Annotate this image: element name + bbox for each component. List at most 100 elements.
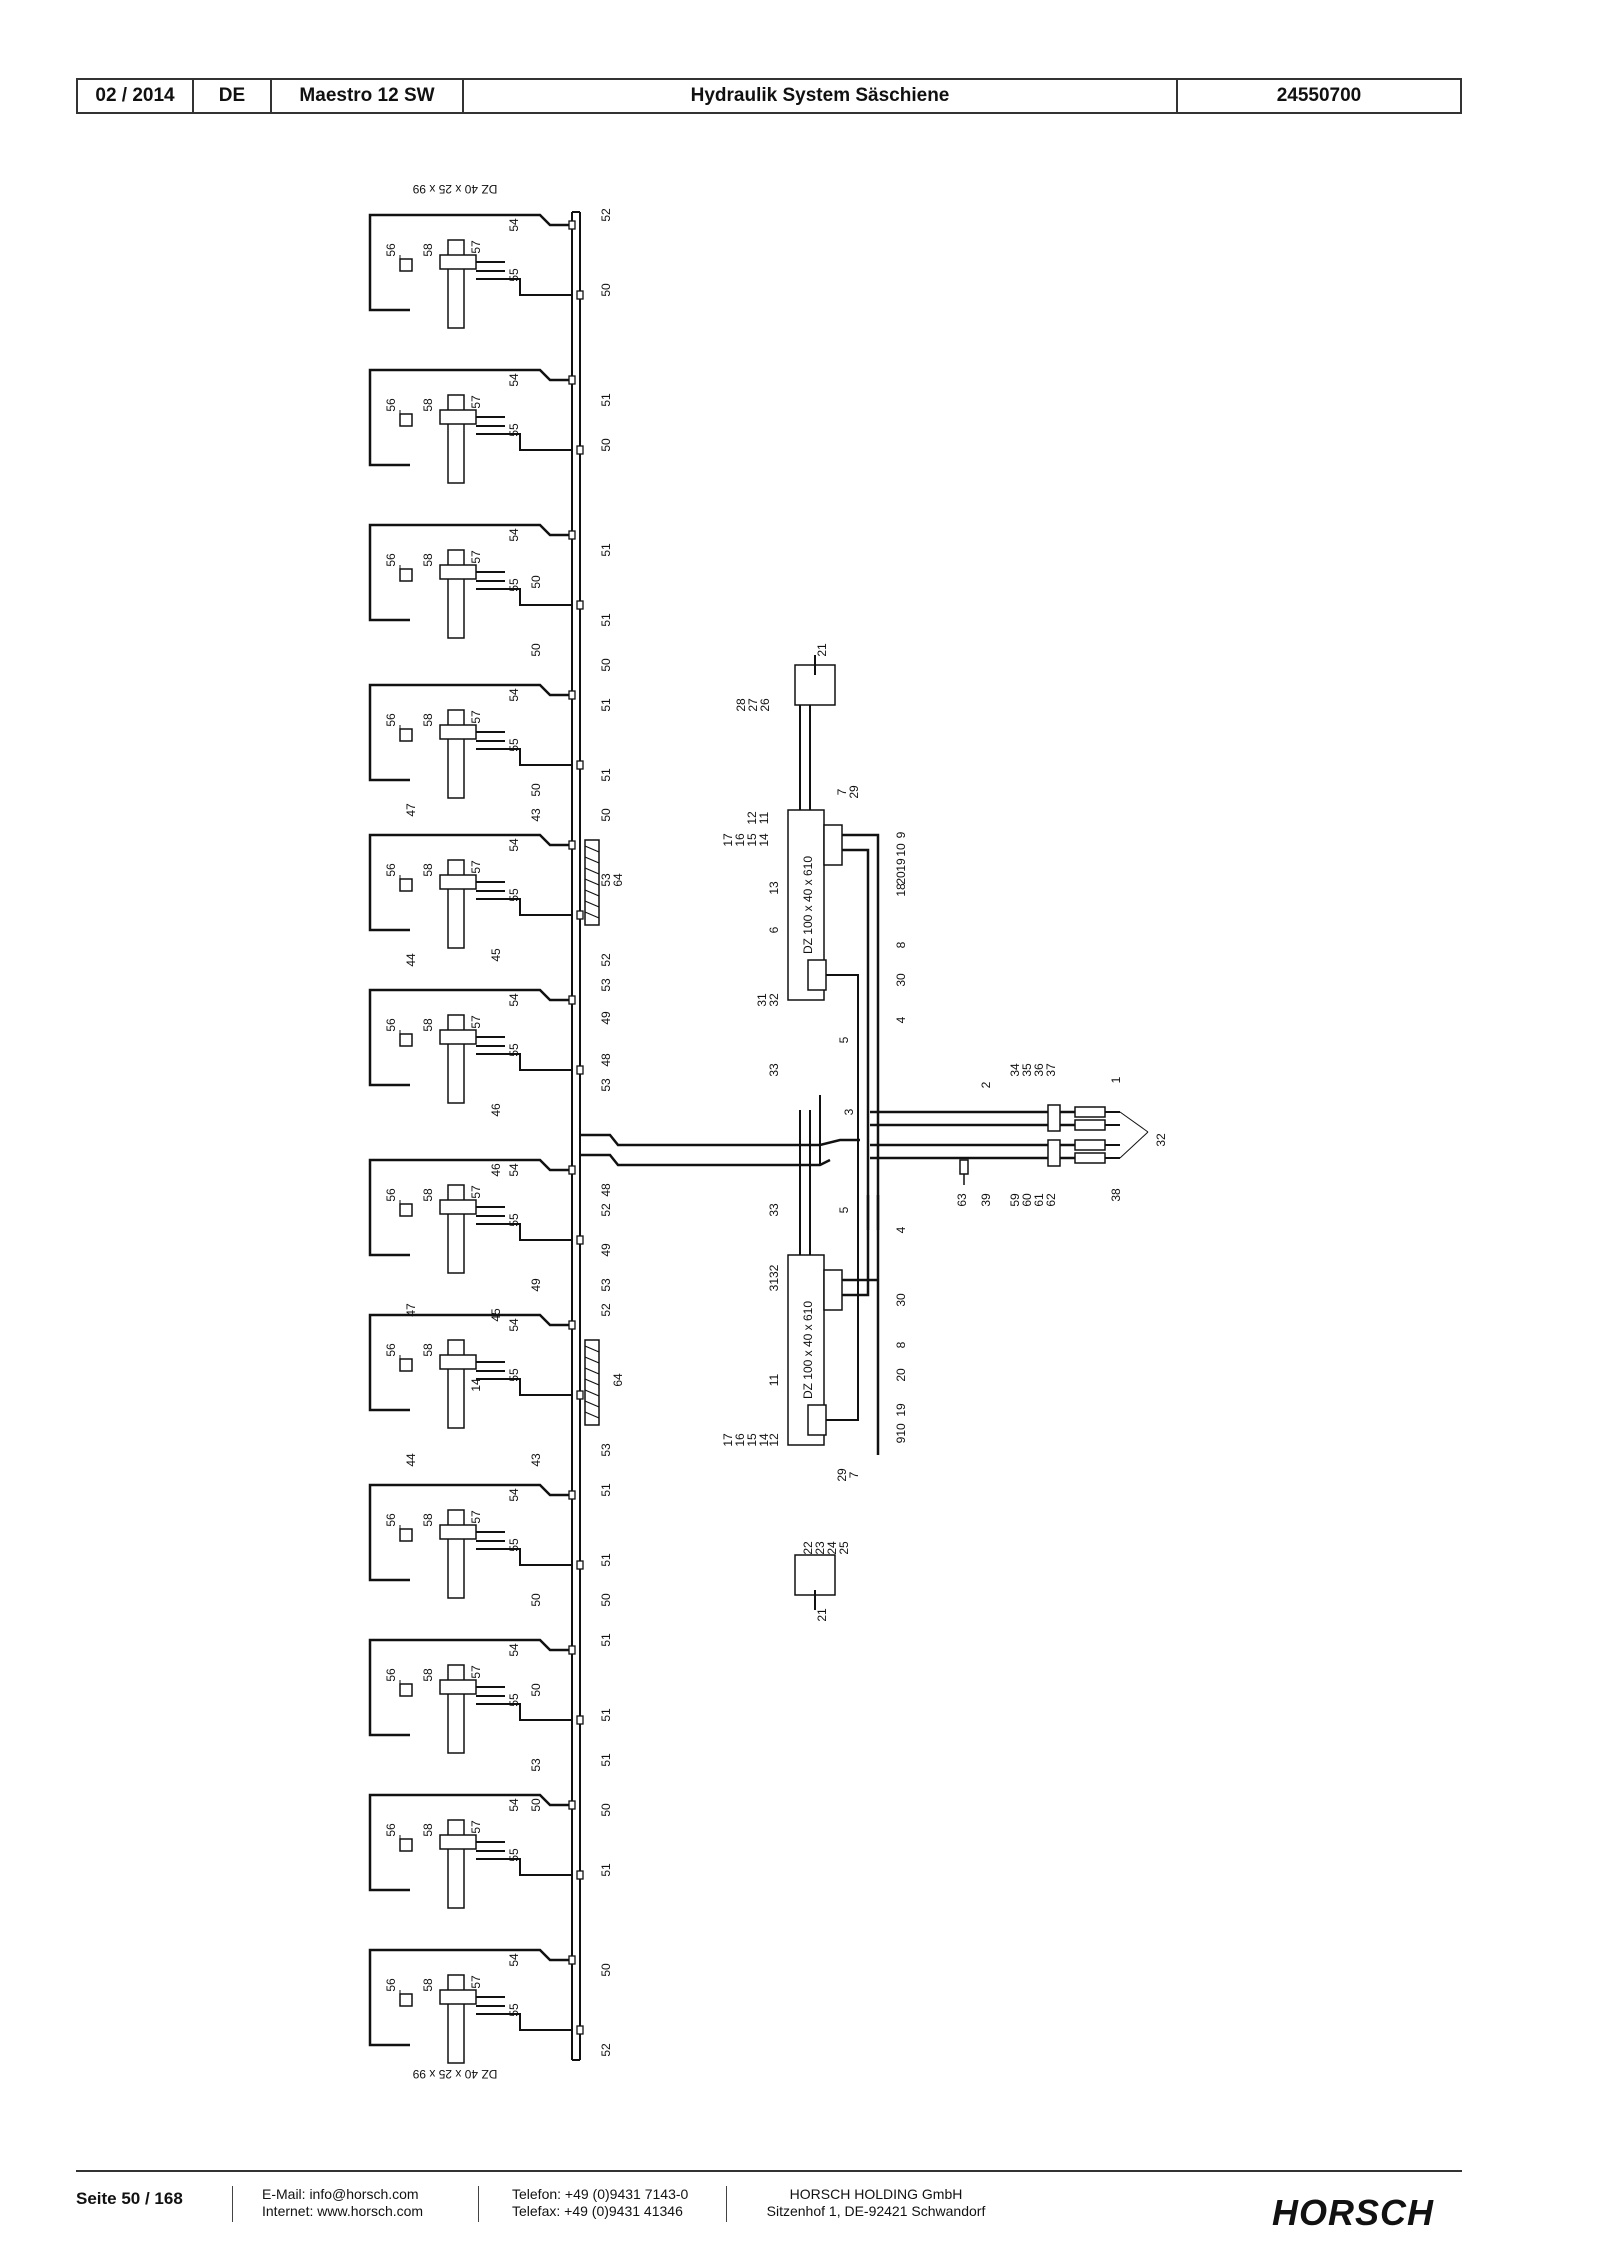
part-number-label: 52: [599, 2043, 613, 2057]
part-number-label: 56: [384, 1513, 398, 1527]
coulter-bar: [447, 1339, 465, 1429]
part-number-label: 59: [1008, 1193, 1022, 1207]
marker-stripe: [584, 900, 600, 908]
part-number-label: 7: [835, 788, 849, 795]
part-number-label: 56: [384, 1343, 398, 1357]
part-number-label: 4: [894, 1226, 908, 1233]
part-number-label: 28: [734, 698, 748, 712]
fitting: [576, 445, 584, 455]
coulter-bar: [447, 1819, 465, 1909]
unit-hose: [505, 588, 572, 606]
part-number-label: 52: [599, 953, 613, 967]
part-number-label: 55: [507, 578, 521, 592]
part-number-label: 39: [979, 1193, 993, 1207]
part-number-label: 57: [469, 395, 483, 409]
part-number-label: 51: [599, 1708, 613, 1722]
fold-cylinder-spec: DZ 100 x 40 x 610: [801, 1301, 815, 1399]
part-number-label: 15: [745, 833, 759, 847]
part-number-label: 35: [1020, 1063, 1034, 1077]
coulter-fitting: [399, 1033, 413, 1047]
unit-hose: [505, 898, 572, 916]
footer-email[interactable]: E-Mail: info@horsch.com: [262, 2186, 419, 2202]
part-number-label: 55: [507, 738, 521, 752]
fold-hose: [842, 848, 870, 1230]
part-number-label: 57: [469, 860, 483, 874]
footer-internet[interactable]: Internet: www.horsch.com: [262, 2203, 424, 2219]
fold-valve: [807, 959, 827, 991]
fitting: [568, 530, 576, 540]
footer-company: HORSCH HOLDING GmbH: [789, 2186, 963, 2202]
fitting: [568, 220, 576, 230]
fitting: [568, 1490, 576, 1500]
part-number-label: 57: [469, 1015, 483, 1029]
fitting: [576, 1235, 584, 1245]
footer-divider: [478, 2186, 479, 2222]
part-number-label: 51: [599, 543, 613, 557]
part-number-label: 49: [599, 1243, 613, 1257]
header-doc-number: 24550700: [1276, 85, 1362, 106]
coulter-cylinder: [439, 1029, 477, 1045]
part-number-label: 51: [599, 1553, 613, 1567]
fitting: [568, 1165, 576, 1175]
part-number-label: 54: [507, 373, 521, 387]
part-number-label: 50: [529, 1798, 543, 1812]
part-number-label: 44: [404, 953, 418, 967]
part-number-label: 50: [529, 1593, 543, 1607]
part-number-label: 32: [767, 993, 781, 1007]
marker-stripe: [584, 856, 600, 864]
part-number-label: 12: [745, 811, 759, 825]
coulter-cylinder: [439, 409, 477, 425]
part-number-label: 51: [599, 1483, 613, 1497]
part-number-label: 38: [1109, 1188, 1123, 1202]
part-number-label: 50: [599, 1593, 613, 1607]
fold-cylinder-spec: DZ 100 x 40 x 610: [801, 856, 815, 954]
fold-hose: [826, 974, 859, 1230]
unit-hose: [440, 988, 572, 1002]
part-number-label: 54: [507, 1488, 521, 1502]
part-number-label: 21: [815, 1608, 829, 1622]
footer-phone: Telefon: +49 (0)9431 7143-0: [512, 2186, 689, 2202]
part-number-label: 7: [847, 1471, 861, 1478]
unit-hose: [505, 1223, 572, 1241]
part-number-label: 45: [489, 1308, 503, 1322]
part-number-label: 10: [894, 1423, 908, 1437]
header-title: Hydraulik System Säschiene: [464, 80, 1178, 112]
fitting: [568, 1320, 576, 1330]
unit-hose: [505, 278, 572, 296]
fitting: [568, 375, 576, 385]
part-number-label: 54: [507, 528, 521, 542]
unit-hose: [440, 683, 572, 697]
leader-line: [1119, 1131, 1149, 1159]
fitting: [568, 1955, 576, 1965]
part-number-label: 56: [384, 1188, 398, 1202]
part-number-label: 57: [469, 1510, 483, 1524]
part-number-label: 49: [529, 1278, 543, 1292]
coupler: [1074, 1152, 1106, 1164]
unit-hose: [505, 748, 572, 766]
footer-divider: [232, 2186, 233, 2222]
part-number-label: 50: [529, 575, 543, 589]
footer-fax: Telefax: +49 (0)9431 41346: [512, 2203, 683, 2219]
part-number-label: 30: [894, 1293, 908, 1307]
part-number-label: 44: [404, 1453, 418, 1467]
part-number-label: 5: [837, 1206, 851, 1213]
coulter-cylinder: [439, 1834, 477, 1850]
part-number-label: 12: [767, 1433, 781, 1447]
fitting: [576, 1715, 584, 1725]
unit-hose: [368, 988, 440, 1087]
coulter-cylinder: [439, 564, 477, 580]
part-number-label: 51: [599, 613, 613, 627]
coulter-fitting: [399, 1683, 413, 1697]
part-number-label: 6: [767, 926, 781, 933]
fitting: [576, 1870, 584, 1880]
unit-hose: [505, 1378, 572, 1396]
coulter-fitting: [399, 258, 413, 272]
part-number-label: 32: [1154, 1133, 1168, 1147]
horsch-logo: HORSCH: [1272, 2192, 1435, 2233]
part-number-label: 55: [507, 1538, 521, 1552]
part-number-label: 55: [507, 423, 521, 437]
part-number-label: 11: [757, 811, 771, 824]
part-number-label: 56: [384, 1018, 398, 1032]
coulter-fitting: [399, 1993, 413, 2007]
fitting: [568, 690, 576, 700]
